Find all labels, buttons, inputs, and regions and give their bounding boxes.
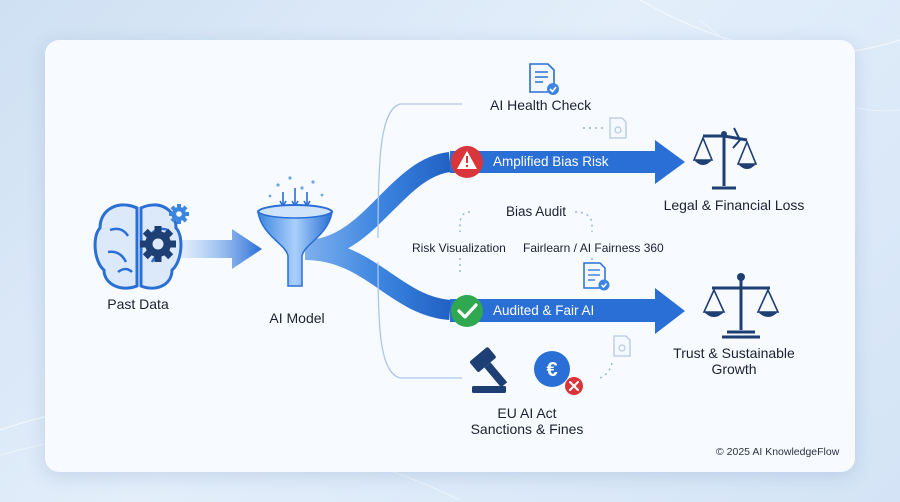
document-check-icon-middle	[583, 262, 610, 291]
bottom-doc-dots	[599, 359, 613, 379]
regulation-connector	[377, 261, 462, 379]
risk-visualization-label: Risk Visualization	[412, 241, 506, 255]
bottom-branch-curve	[304, 240, 452, 320]
check-icon	[451, 295, 483, 327]
health-check-connector	[377, 103, 462, 239]
small-document-icon	[609, 117, 627, 139]
legal-financial-loss-label: Legal & Financial Loss	[663, 197, 805, 213]
audit-dots-left	[459, 211, 471, 232]
euro-icon: €	[534, 351, 570, 387]
funnel-icon	[256, 176, 334, 287]
bias-audit-label: Bias Audit	[505, 204, 567, 219]
audited-fair-arrow	[450, 288, 685, 334]
trust-growth-label-line1: Trust & Sustainable	[673, 345, 795, 361]
warning-icon	[451, 146, 483, 178]
sanctions-fines-label: Sanctions & Fines	[470, 421, 584, 437]
past-data-label: Past Data	[107, 296, 169, 312]
scales-icon	[702, 273, 780, 339]
brain-icon	[93, 203, 183, 290]
amplified-bias-arrow	[450, 140, 685, 184]
svg-text:€: €	[546, 359, 557, 381]
audited-fair-ai-label: Audited & Fair AI	[493, 303, 595, 318]
audit-dots-right	[574, 211, 593, 232]
health-check-label: AI Health Check	[490, 97, 592, 113]
fairness-tools-label: Fairlearn / AI Fairness 360	[523, 241, 664, 255]
document-check-icon	[529, 63, 559, 95]
eu-ai-act-label: EU AI Act	[497, 405, 557, 421]
gavel-icon	[470, 347, 508, 393]
ai-model-label: AI Model	[269, 310, 325, 326]
amplified-bias-label: Amplified Bias Risk	[493, 154, 609, 169]
copyright-notice: © 2025 AI KnowledgeFlow	[716, 446, 840, 458]
cross-icon	[565, 377, 583, 395]
trust-growth-label-line2: Growth	[711, 361, 757, 377]
small-gear-icon	[169, 204, 189, 224]
gear-icon	[140, 226, 176, 262]
input-arrow	[178, 229, 262, 269]
broken-scales-icon	[692, 127, 758, 190]
small-document-icon-bottom	[613, 335, 631, 357]
